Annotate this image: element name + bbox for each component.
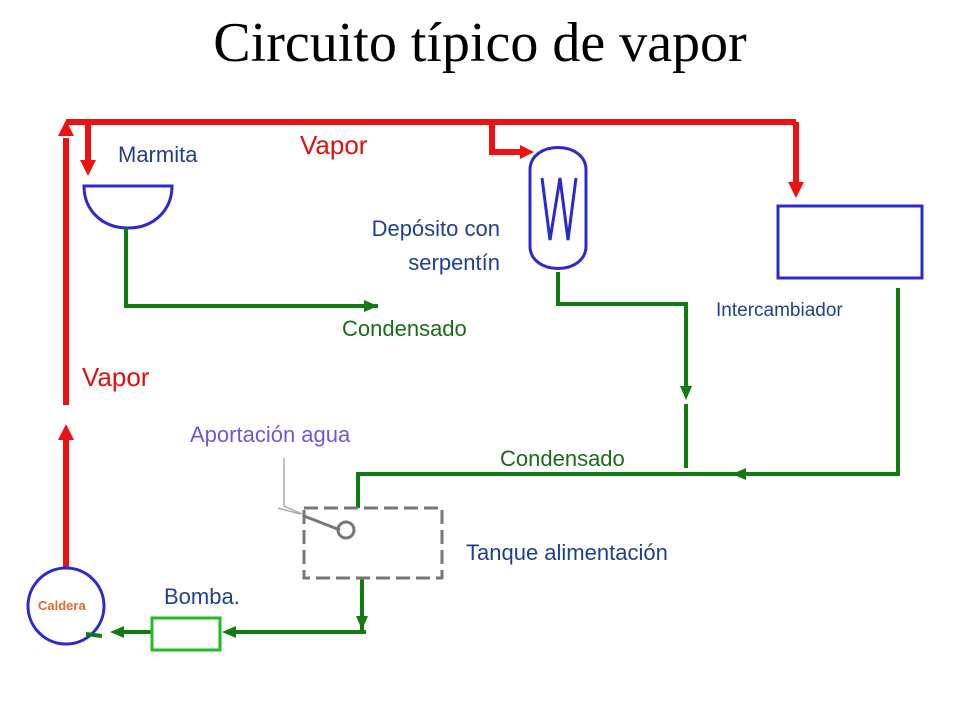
makeup-line [283,458,303,515]
makeup-line-2 [277,507,301,515]
feed-tank-box [302,506,444,580]
pump-box [150,616,222,652]
tanque-label: Tanque alimentación [466,540,668,565]
arrow-to-boiler [110,626,124,638]
intercambiador-box [776,204,924,280]
condensate-deposito [556,272,688,392]
condensado-label-1: Condensado [342,316,467,341]
arrow-condensate-1 [364,300,378,312]
intercambiador-label: Intercambiador [716,300,843,321]
steam-lines [63,119,799,568]
page-title: Circuito típico de vapor [213,12,747,74]
arrow-riser-lower [58,424,74,440]
float-arm [303,514,341,532]
vapor-left-label: Vapor [82,362,150,392]
feed-tank [302,506,444,580]
bomba-label: Bomba. [164,584,240,609]
condensate-marmita [124,228,378,308]
marmita-kettle [82,184,174,230]
arrow-to-pump [222,626,236,638]
aportacion-label: Aportación agua [190,422,351,447]
condensate-arrowheads [110,300,746,638]
deposito-vessel [528,146,588,270]
arrow-tank-outlet [356,616,368,630]
marmita-label: Marmita [118,142,198,167]
arrow-marmita [80,160,96,176]
arrow-condensate-2 [680,386,692,400]
deposito-label-line2: serpentín [408,250,500,275]
arrow-deposito [520,145,534,159]
deposito-label-line1: Depósito con [371,216,500,241]
caldera-label: Caldera [38,598,86,613]
serpentin-coil [540,177,578,241]
vapor-top-label: Vapor [300,130,368,160]
condensado-label-2: Condensado [500,446,625,471]
caldera-circle [26,566,106,646]
arrow-condensate-3 [732,468,746,480]
equipment [26,146,924,646]
boiler-inlet-stub [85,632,103,638]
steam-drop-deposito [489,122,520,155]
steam-arrowheads [58,120,804,440]
condensate-lines [85,228,900,638]
condensate-intercambiador [742,288,900,476]
arrow-riser-upper [58,120,74,136]
float-ball [336,520,356,540]
water-makeup-pointer [277,458,303,515]
arrow-intercambiador [788,182,804,198]
condensate-return-header [356,472,742,508]
